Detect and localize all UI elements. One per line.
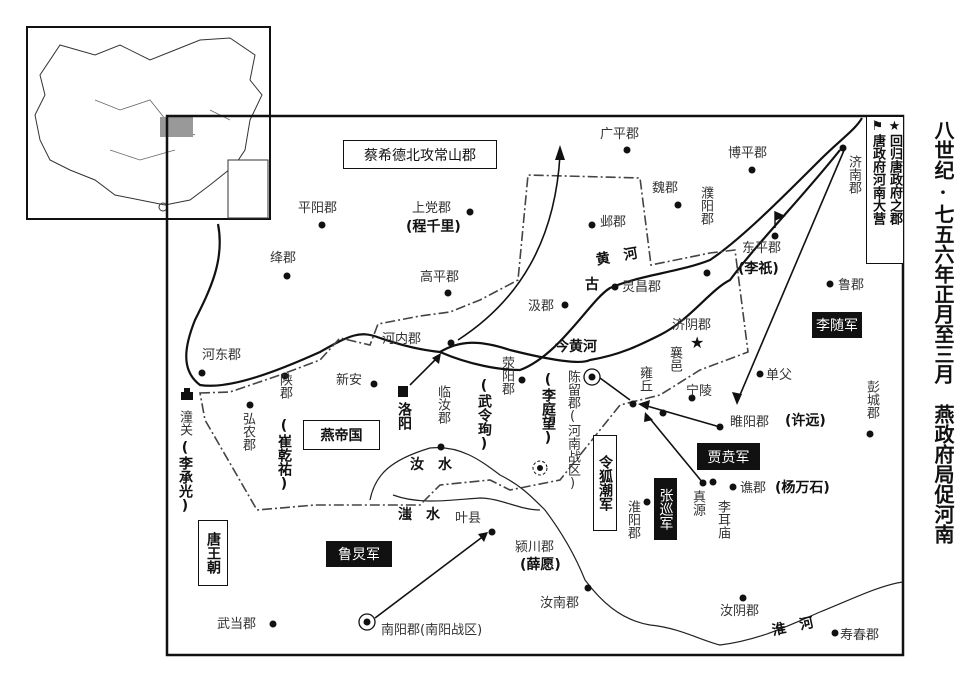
legend-item-camp: ⚑唐政府河南大营 [869, 119, 886, 225]
cai-xide-army-label: 蔡希德北攻常山郡 [343, 140, 497, 169]
place-label-ningling: 宁陵 [686, 384, 713, 399]
place-label-runan: 汝南郡 [540, 596, 580, 611]
place-label-puyang: 濮阳郡 [698, 186, 713, 225]
flag-icon: ⚑ [870, 119, 885, 134]
place-label-lierm: 李耳庙 [715, 500, 730, 539]
place-label-pingyang: 平阳郡 [298, 201, 338, 216]
place-label-yingchuan: 颍川郡 [515, 540, 555, 555]
place-label-dongping: 东平郡 [742, 241, 782, 256]
place-label-hongnong: 弘农郡 [240, 412, 255, 451]
place-label-shangdang: 上党郡 [412, 201, 452, 216]
place-label-qiao: 谯郡 [740, 481, 767, 496]
place-label-huaiyang: 淮阳郡 [625, 500, 640, 539]
place-label-linru: 临汝郡 [435, 385, 450, 424]
place-label-chenliu: 陈留郡(河南战区) [565, 370, 580, 491]
place-label-zhenyuan: 真源 [690, 490, 705, 516]
place-label-jiang: 绛郡 [270, 251, 297, 266]
lu-jiong-army-label: 鲁炅军 [326, 541, 392, 567]
river-label-gu: 古 [585, 277, 599, 293]
place-label-shan: 陕郡 [277, 373, 292, 399]
place-label-xiangyi: 襄邑 [667, 346, 682, 372]
place-label-shangdang_p: (程千里) [406, 219, 461, 235]
place-label-ye: 邺郡 [600, 215, 627, 230]
place-label-yongqiu: 雍丘 [637, 366, 652, 392]
legend-label: 唐政府河南大营 [870, 134, 885, 225]
star-icon: ★ [690, 333, 704, 352]
place-label-tongguan_p: (李承光) [177, 440, 193, 514]
yan-empire-label: 燕帝国 [303, 420, 380, 450]
star-icon: ★ [887, 119, 902, 134]
inset-china-map [26, 26, 271, 220]
main-map-frame [165, 114, 905, 657]
place-label-qiao_p: (杨万石) [775, 480, 830, 496]
place-label-nanyang: 南阳郡(南阳战区) [381, 623, 483, 638]
li-sui-army-label: 李随军 [812, 312, 862, 338]
city-dots [198, 144, 874, 637]
river-label-current-yellow-river: 今黄河 [555, 339, 597, 355]
flag-icon [774, 210, 786, 228]
place-label-luoyang: 洛阳 [396, 402, 412, 430]
place-label-xinan: 新安 [336, 373, 363, 388]
place-label-gaoping: 高平郡 [420, 270, 460, 285]
legend-label: 回归唐政府之郡 [887, 134, 902, 225]
yan-boundary [199, 174, 749, 511]
place-label-jinan: 济南郡 [846, 155, 861, 194]
jia-ben-army-label: 贾贲军 [697, 443, 760, 470]
place-label-dongping_p: (李祇) [738, 261, 779, 277]
place-label-suiyang: 睢阳郡 [730, 415, 770, 430]
legend: ★回归唐政府之郡 ⚑唐政府河南大营 [866, 117, 903, 264]
place-label-shouchun: 寿春郡 [840, 628, 880, 643]
river-label-ru: 汝 水 [410, 457, 452, 473]
special-markers [181, 368, 601, 631]
place-label-lu: 鲁郡 [838, 278, 865, 293]
place-label-guangping: 广平郡 [600, 127, 640, 142]
ancient-yellow-river [185, 117, 863, 387]
legend-item-returned: ★回归唐政府之郡 [886, 119, 903, 225]
place-label-yexian: 叶县 [455, 511, 482, 526]
place-label-boping: 博平郡 [728, 146, 768, 161]
place-label-liting: (李庭望) [540, 372, 556, 446]
place-label-jiyin: 济阴郡 [672, 318, 712, 333]
place-label-xingyang: 荥阳郡 [499, 356, 514, 395]
place-label-hedong: 河东郡 [202, 348, 242, 363]
ru-and-zhi-rivers [369, 447, 904, 646]
place-label-shanfu: 单父 [766, 368, 793, 383]
place-label-xingyang_p: (武令珣) [476, 378, 492, 452]
place-label-henei: 河内郡 [382, 332, 422, 347]
map-title: 八世纪·七五六年正月至三月 燕政府局促河南 [931, 120, 955, 544]
place-label-shan_p: (崔乾祐) [276, 418, 292, 492]
place-label-ji: 汲郡 [528, 299, 555, 314]
place-label-lingchang: 灵昌郡 [622, 280, 662, 295]
river-label-zhi: 滍 水 [398, 507, 440, 523]
place-label-wei: 魏郡 [652, 181, 679, 196]
place-label-suiyang_p: (许远) [785, 413, 826, 429]
zhang-xun-army-label: 张巡军 [654, 478, 677, 540]
army-arrows [374, 147, 846, 619]
place-label-wudang: 武当郡 [217, 617, 257, 632]
place-label-tongguan: 潼关 [177, 410, 192, 436]
tang-dynasty-label: 唐王朝 [198, 520, 228, 586]
place-label-yingchuan_p: (薛愿) [520, 557, 561, 573]
arrow-heads [432, 145, 742, 542]
linghu-chao-army-label: 令狐潮军 [593, 435, 617, 531]
place-label-ruyin: 汝阴郡 [720, 604, 760, 619]
place-label-pengcheng: 彭城郡 [864, 380, 879, 419]
